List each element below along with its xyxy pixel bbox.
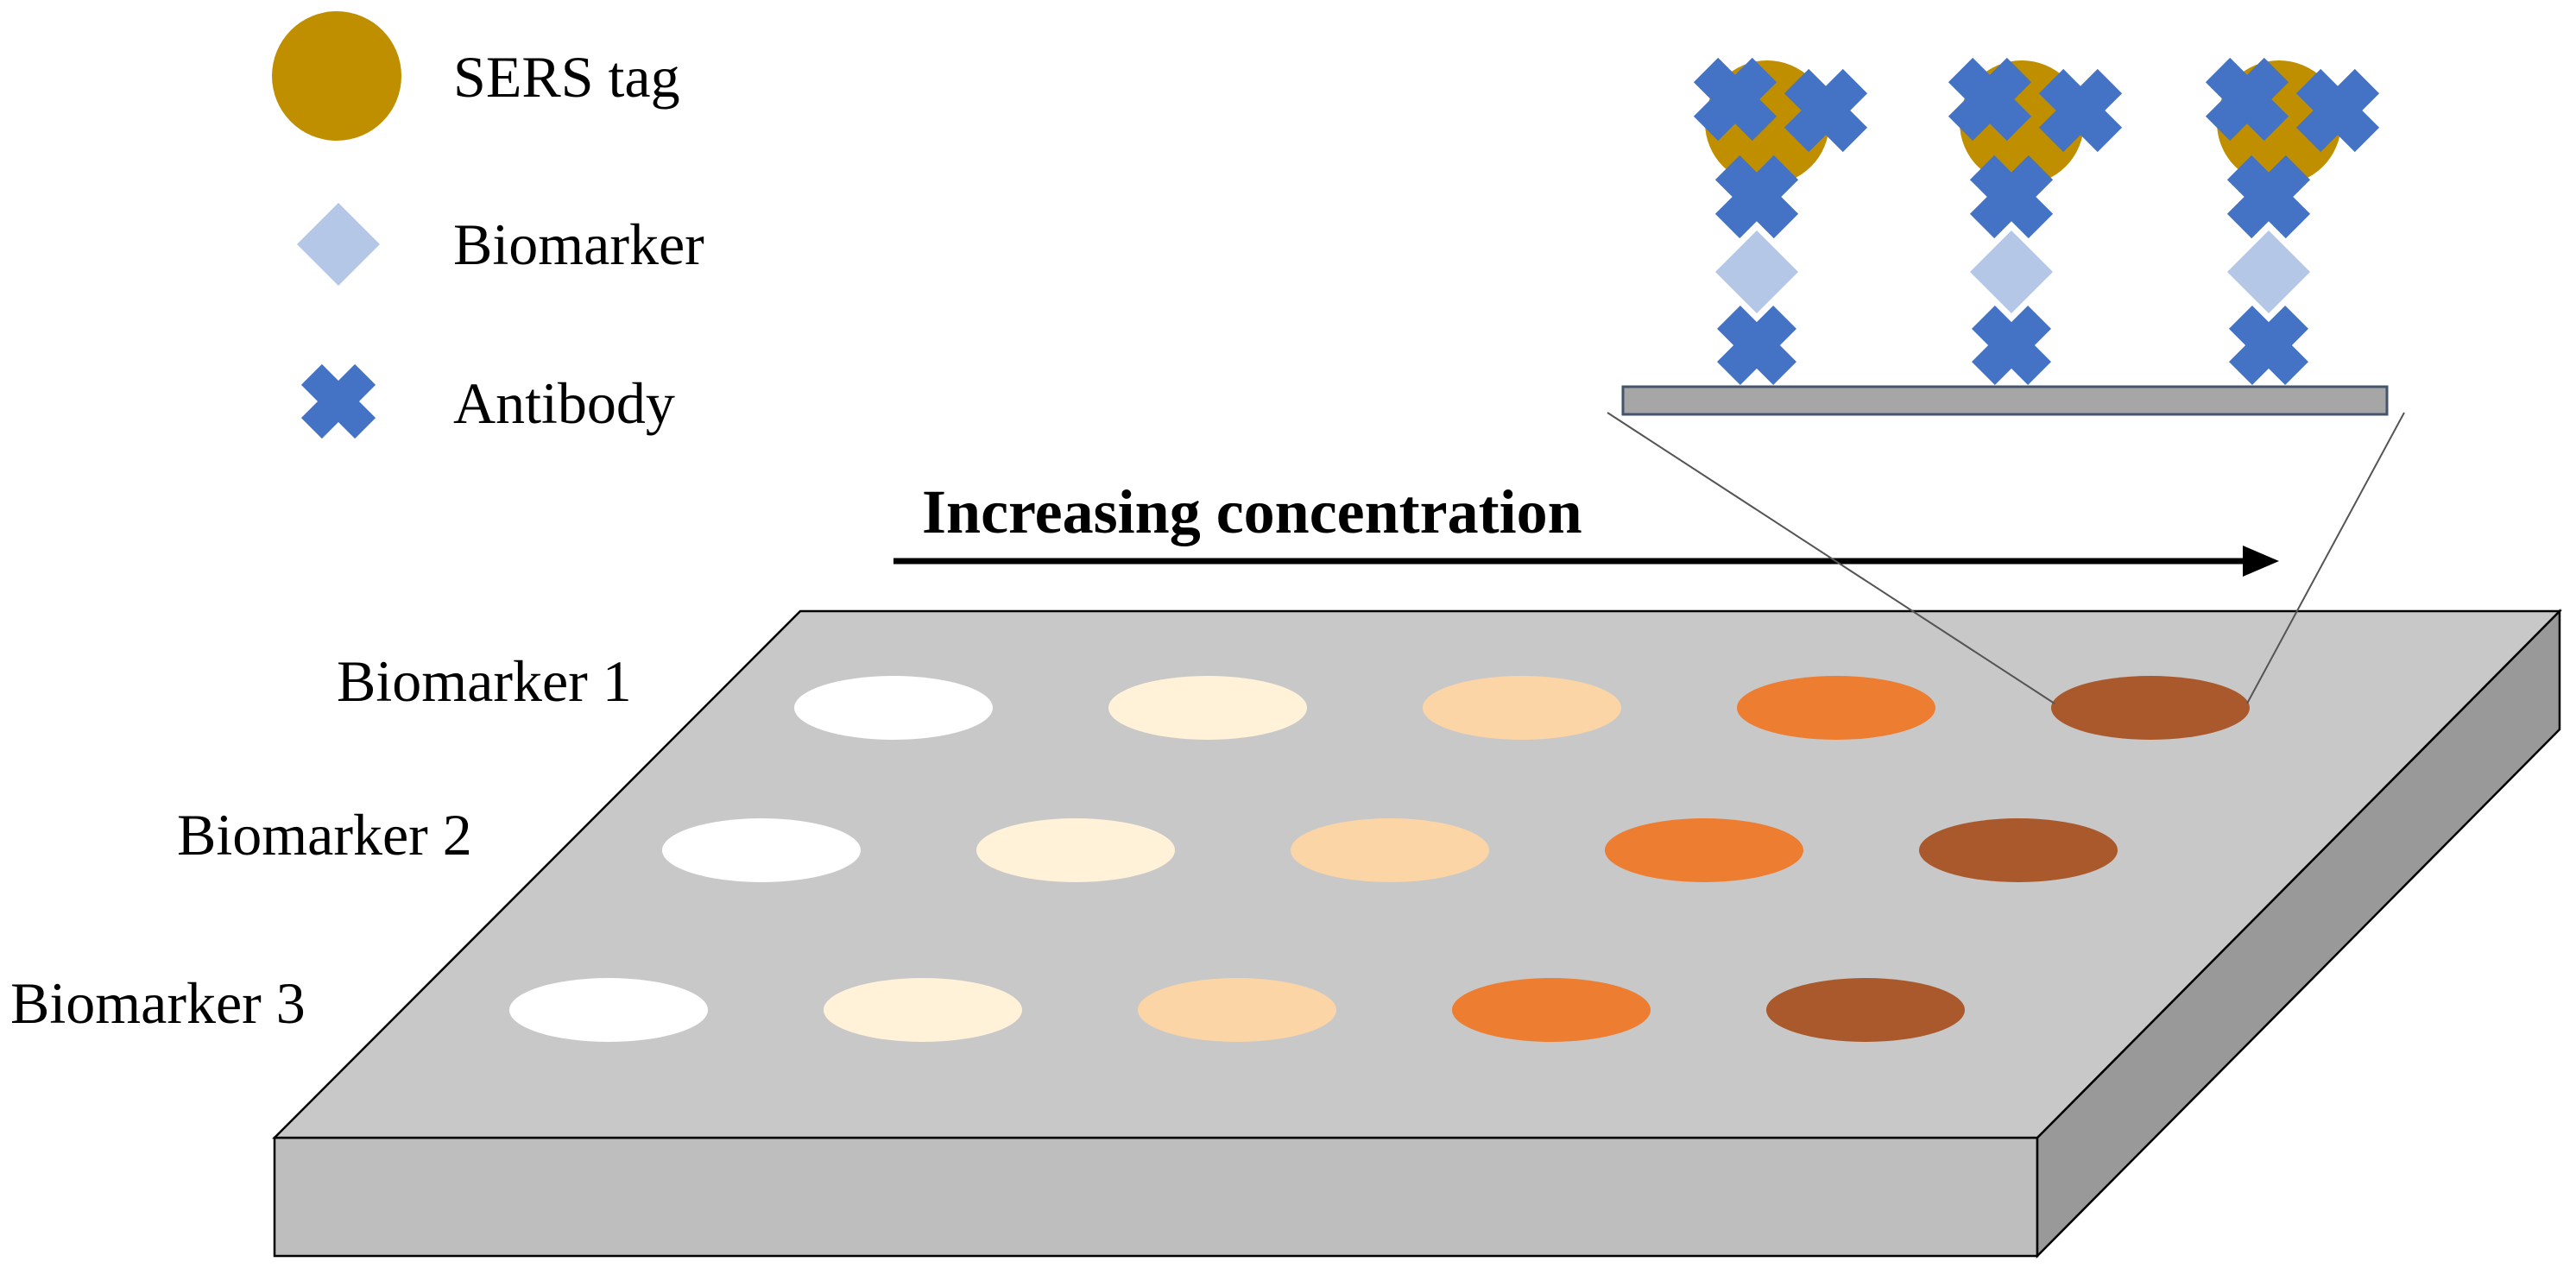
spot-row1-col4 (1737, 676, 1935, 740)
capture-antibody-icon-3 (2229, 306, 2308, 385)
zoom-lines (1607, 412, 2405, 704)
spot-row2-col1 (662, 818, 861, 882)
concentration-arrow: Increasing concentration (893, 477, 2279, 577)
concentration-label: Increasing concentration (922, 477, 1582, 546)
spot-row1-col5 (2051, 676, 2250, 740)
spot-row1-col2 (1108, 676, 1307, 740)
antibody-legend-icon (300, 363, 376, 439)
tag-antibody-left-icon-2 (1948, 57, 2032, 142)
detection-antibody-icon-3 (2226, 155, 2311, 239)
spot-row1-col3 (1423, 676, 1621, 740)
row-label-biomarker-3: Biomarker 3 (10, 970, 306, 1036)
spot-grid (509, 676, 2250, 1042)
arrow-head (2243, 546, 2279, 577)
spot-row2-col2 (976, 818, 1175, 882)
tag-antibody-left-icon-1 (1693, 57, 1777, 142)
inset-biomarker-icon-2 (1970, 230, 2053, 313)
row-label-biomarker-1: Biomarker 1 (337, 648, 632, 714)
spot-row3-col2 (824, 978, 1022, 1042)
sandwich-assay-inset (1621, 57, 2389, 416)
legend-label-sers-tag: SERS tag (453, 44, 680, 110)
spot-row3-col5 (1766, 978, 1965, 1042)
capture-antibody-icon-1 (1717, 306, 1796, 385)
substrate-bar (1621, 385, 2389, 416)
spot-row3-col3 (1138, 978, 1336, 1042)
row-label-biomarker-2: Biomarker 2 (177, 802, 472, 868)
zoom-line-left (1607, 412, 2055, 704)
spot-row3-col1 (509, 978, 708, 1042)
detection-antibody-icon-1 (1714, 155, 1799, 239)
detection-antibody-icon-2 (1969, 155, 2054, 239)
legend-label-biomarker: Biomarker (453, 211, 704, 277)
spot-row3-col4 (1452, 978, 1651, 1042)
plate-front-face (273, 1136, 2039, 1258)
zoom-line-right (2246, 412, 2405, 704)
spot-row2-col4 (1605, 818, 1803, 882)
microarray-plate (271, 608, 2563, 1259)
spot-row2-col3 (1291, 818, 1489, 882)
sers-tag-legend-icon (272, 11, 401, 141)
spot-row1-col1 (794, 676, 993, 740)
inset-biomarker-icon-1 (1715, 230, 1798, 313)
capture-antibody-icon-2 (1972, 306, 2051, 385)
tag-antibody-right-icon-1 (1784, 68, 1868, 153)
tag-antibody-right-icon-3 (2295, 68, 2380, 153)
legend: SERS tag Biomarker Antibody (272, 11, 704, 439)
tag-antibody-right-icon-2 (2038, 68, 2123, 153)
row-labels: Biomarker 1 Biomarker 2 Biomarker 3 (10, 648, 632, 1036)
biomarker-legend-icon (297, 203, 380, 286)
legend-label-antibody: Antibody (453, 370, 675, 436)
inset-biomarker-icon-3 (2227, 230, 2310, 313)
tag-antibody-left-icon-3 (2205, 57, 2289, 142)
spot-row2-col5 (1919, 818, 2118, 882)
